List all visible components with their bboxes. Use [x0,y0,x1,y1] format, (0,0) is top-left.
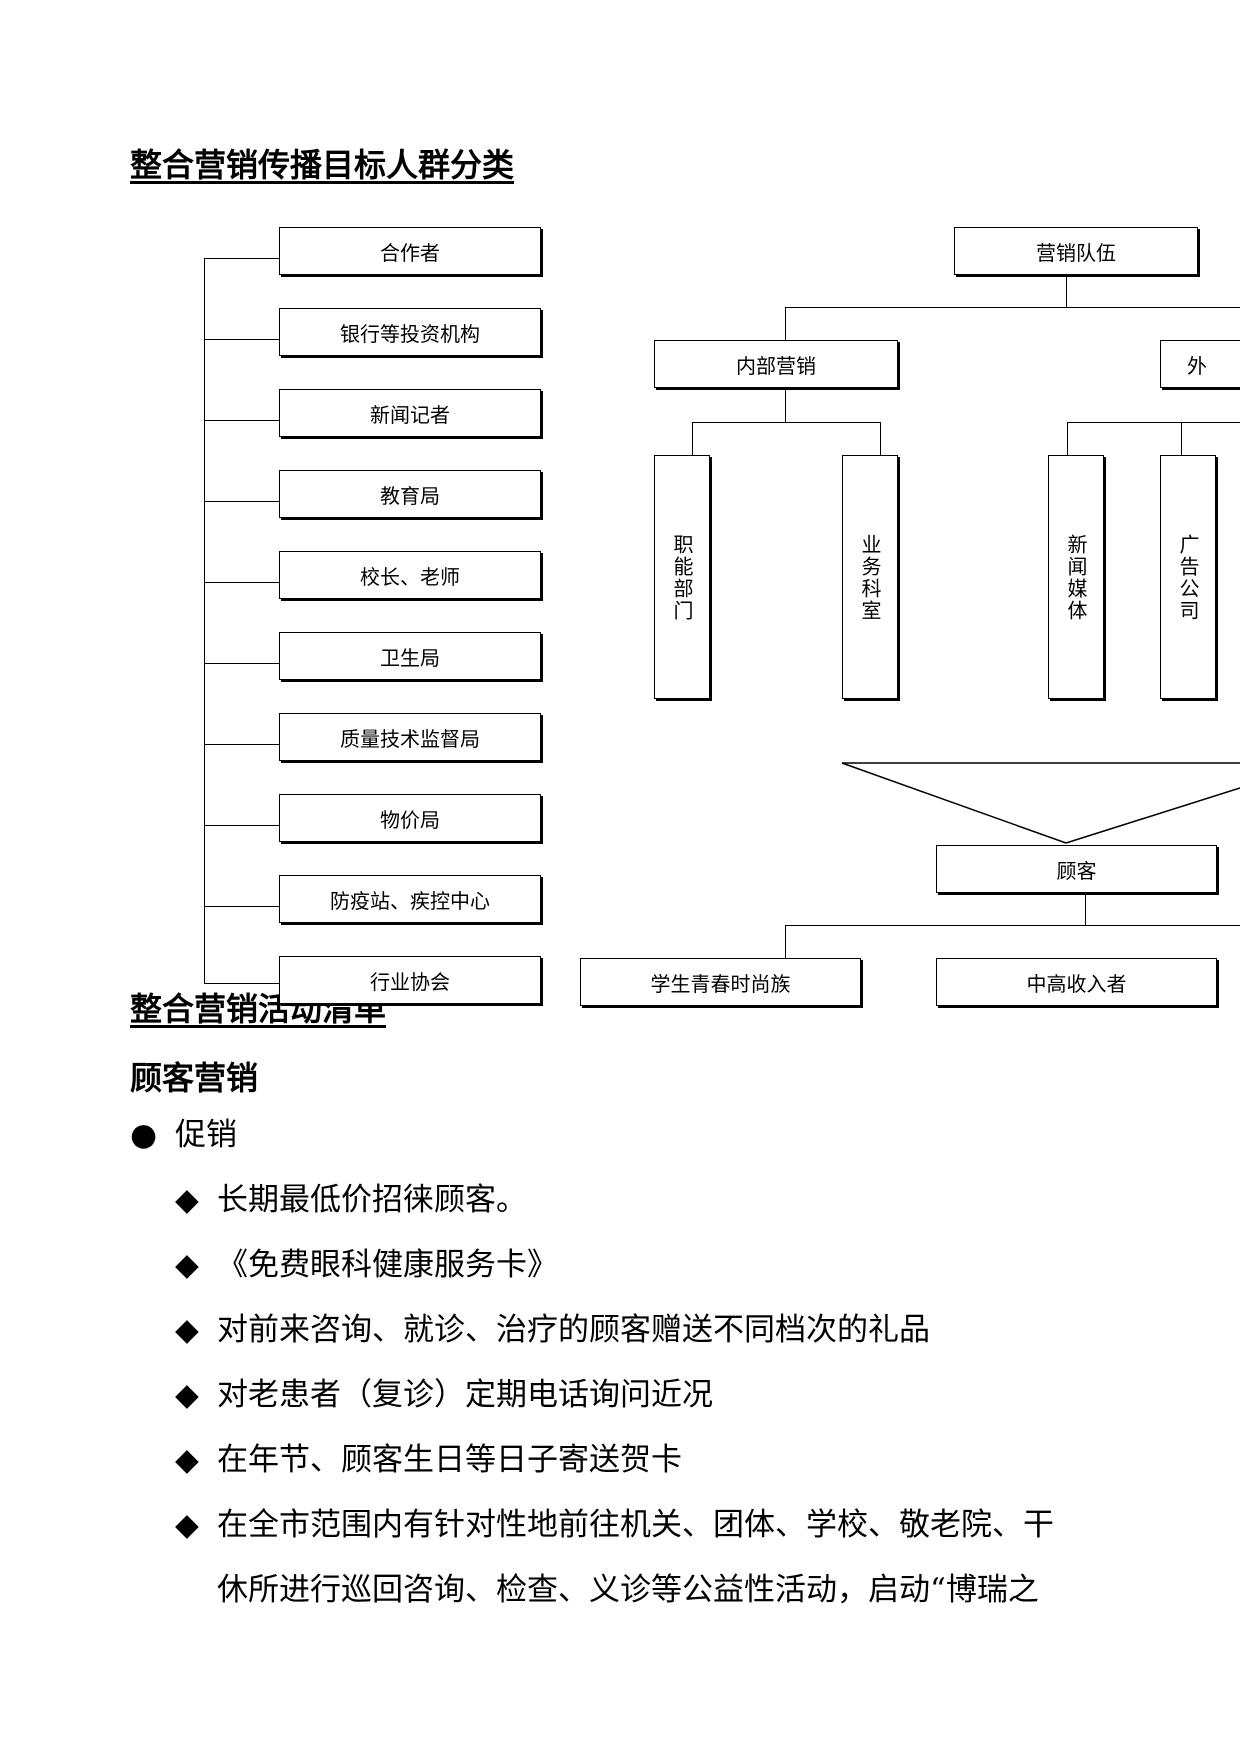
list-item-text: 在全市范围内有针对性地前往机关、团体、学校、敬老院、干 [217,1507,1054,1543]
left-tree-node: 质量技术监督局 [279,713,541,761]
list-item: ◆ 对前来咨询、就诊、治疗的顾客赠送不同档次的礼品 [175,1312,930,1349]
org-external-node: 外 [1160,340,1240,388]
left-tree-branch [204,258,279,259]
left-tree-node: 教育局 [279,470,541,518]
connector-line [692,422,693,455]
left-tree-branch [204,501,279,502]
left-tree-branch [204,983,279,984]
page-title: 整合营销传播目标人群分类 [130,146,515,184]
connector-line [785,925,786,958]
org-leaf-node: 职能部门 [654,455,710,699]
org-customer-node: 顾客 [936,845,1217,893]
list-item: ◆ 《免费眼科健康服务卡》 [175,1247,558,1284]
org-leaf-label: 新闻媒体 [1064,534,1088,622]
left-tree-node: 校长、老师 [279,551,541,599]
list-item: ◆ 在全市范围内有针对性地前往机关、团体、学校、敬老院、干 [175,1507,1054,1544]
org-leaf-label: 业务科室 [858,534,882,622]
list-item-text: 长期最低价招徕顾客。 [217,1182,527,1218]
connector-line [785,388,786,422]
bullet-circle-icon: ● [130,1117,158,1153]
left-tree-node: 合作者 [279,227,541,275]
org-leaf-node: 业务科室 [842,455,898,699]
connector-line [785,925,1240,926]
list-item: ◆ 对老患者（复诊）定期电话询问近况 [175,1377,713,1414]
list-item-text: 对前来咨询、就诊、治疗的顾客赠送不同档次的礼品 [217,1312,930,1348]
left-tree-node: 新闻记者 [279,389,541,437]
org-leaf-node: 广告公司 [1160,455,1216,699]
list-item: ◆ 长期最低价招徕顾客。 [175,1182,527,1219]
connector-line [880,422,881,455]
diamond-bullet-icon: ◆ [175,1247,199,1283]
left-tree-branch [204,420,279,421]
diamond-bullet-icon: ◆ [175,1377,199,1413]
left-tree-node: 卫生局 [279,632,541,680]
left-tree-node: 物价局 [279,794,541,842]
list-item-text: 对老患者（复诊）定期电话询问近况 [217,1377,713,1413]
list-item: ● 促销 [130,1117,237,1154]
connector-line [692,422,880,423]
list-item-text: 促销 [175,1117,237,1153]
list-item-text: 在年节、顾客生日等日子寄送贺卡 [217,1442,682,1478]
diamond-bullet-icon: ◆ [175,1312,199,1348]
left-tree-node: 防疫站、疾控中心 [279,875,541,923]
org-customer-child-node: 学生青春时尚族 [580,958,861,1006]
connector-line [1085,893,1086,925]
connector-line [1066,275,1067,307]
left-tree-branch [204,663,279,664]
org-leaf-label: 广告公司 [1176,534,1200,622]
connector-line [1067,422,1240,423]
connector-line [1181,422,1182,455]
list-item: ◆ 在年节、顾客生日等日子寄送贺卡 [175,1442,682,1479]
org-leaf-node: 新闻媒体 [1048,455,1104,699]
left-tree-branch [204,825,279,826]
left-tree-branch [204,744,279,745]
list-item-continuation: 休所进行巡回咨询、检查、义诊等公益性活动，启动“博瑞之 [217,1572,1039,1608]
left-tree-branch [204,339,279,340]
org-customer-child-node: 中高收入者 [936,958,1217,1006]
org-leaf-label: 职能部门 [670,534,694,622]
connector-line [785,307,786,340]
left-tree-node: 银行等投资机构 [279,308,541,356]
diamond-bullet-icon: ◆ [175,1182,199,1218]
connector-line [1067,422,1068,455]
left-tree-node: 行业协会 [279,956,541,1004]
left-tree-branch [204,906,279,907]
org-root-node: 营销队伍 [954,227,1198,275]
left-tree-branch [204,582,279,583]
org-internal-node: 内部营销 [654,340,898,388]
subsection-title: 顾客营销 [130,1059,259,1097]
list-item-text: 《免费眼科健康服务卡》 [217,1247,558,1283]
connector-line [785,307,1240,308]
diamond-bullet-icon: ◆ [175,1442,199,1478]
left-tree-trunk [204,258,205,983]
diamond-bullet-icon: ◆ [175,1507,199,1543]
